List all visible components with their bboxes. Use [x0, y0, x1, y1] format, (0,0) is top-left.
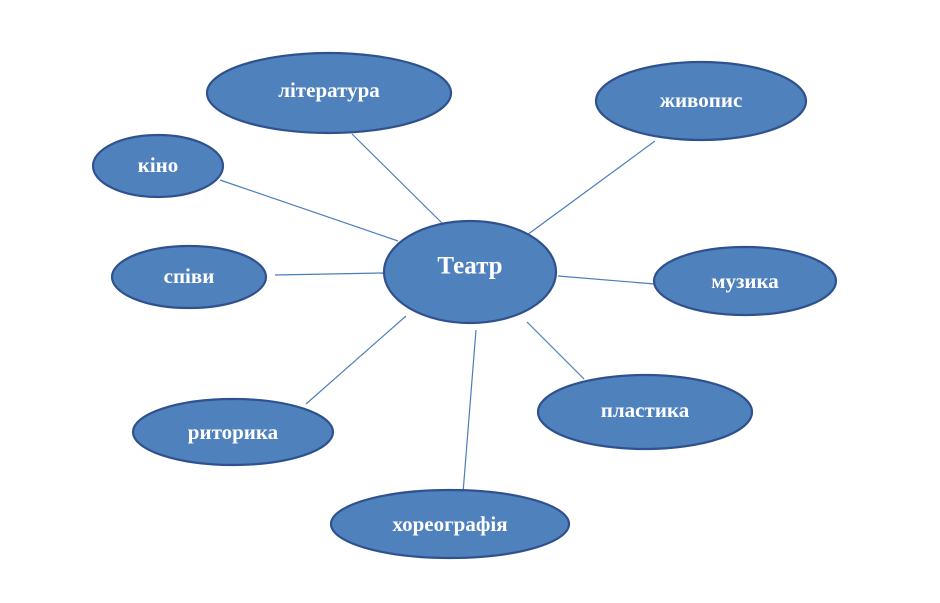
node-literature-label: література	[278, 78, 380, 102]
node-music-shape	[652, 245, 838, 317]
node-rhetoric: риторика	[131, 397, 335, 467]
connector-choreography	[462, 329, 477, 494]
connector-plastics	[526, 321, 585, 380]
node-cinema-shape	[91, 133, 225, 199]
node-painting-shape	[594, 60, 808, 142]
node-literature: література	[205, 51, 453, 135]
center-node-shape	[382, 219, 558, 325]
node-plastics-shape	[536, 373, 754, 451]
node-painting: живопис	[594, 60, 808, 142]
connectors	[219, 133, 656, 494]
node-plastics-label: пластика	[601, 398, 690, 422]
node-cinema: кіно	[91, 133, 225, 199]
node-music-label: музика	[711, 269, 779, 293]
node-plastics: пластика	[536, 373, 754, 451]
node-singing: співи	[110, 244, 268, 310]
center-node-label: Театр	[437, 253, 502, 280]
connector-cinema	[219, 179, 399, 242]
connector-literature	[351, 133, 446, 227]
node-singing-label: співи	[164, 264, 215, 288]
node-choreography-shape	[329, 488, 571, 560]
node-music: музика	[652, 245, 838, 317]
connector-painting	[526, 140, 656, 236]
node-painting-label: живопис	[660, 88, 743, 112]
node-cinema-label: кіно	[138, 153, 179, 177]
node-choreography-label: хореографія	[392, 512, 507, 536]
node-choreography: хореографія	[329, 488, 571, 560]
node-singing-shape	[110, 244, 268, 310]
center-node: Театр	[382, 219, 558, 325]
connector-rhetoric	[305, 315, 407, 405]
node-literature-shape	[205, 51, 453, 135]
node-rhetoric-label: риторика	[188, 420, 279, 444]
connector-music	[557, 275, 656, 285]
connector-singing	[274, 272, 385, 276]
node-rhetoric-shape	[131, 397, 335, 467]
